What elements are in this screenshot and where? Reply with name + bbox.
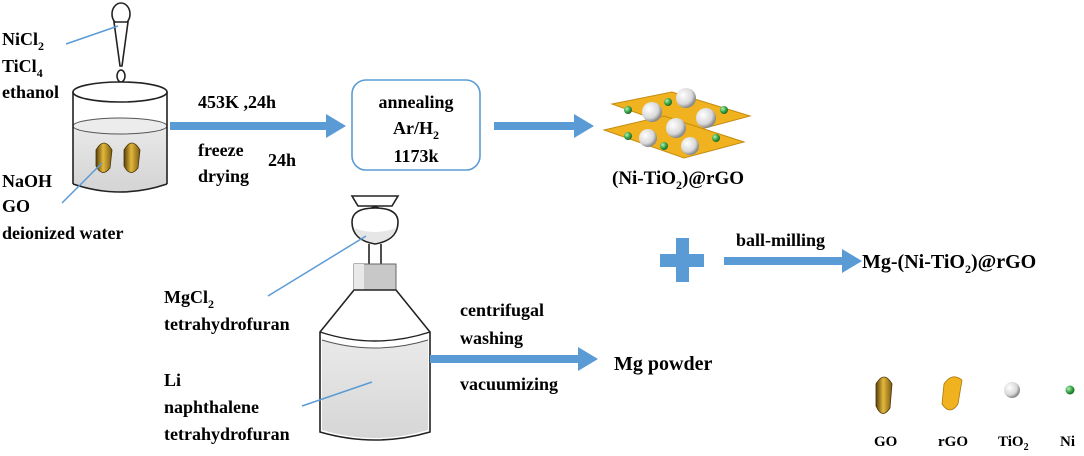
step1-condition: 453K ,24h [198,92,276,112]
ni-particle-icon [624,106,632,114]
go-flake-icon [875,376,893,414]
reagent-thf-2: tetrahydrofuran [164,424,290,444]
tio2-sphere-icon [639,129,657,147]
annealing-box [351,79,481,171]
ni-particle-icon [1065,385,1075,395]
reaction-flask [319,289,431,441]
mg-powder-label: Mg powder [614,353,712,375]
ball-milling-label: ball-milling [736,230,825,250]
reagent-naphthalene: naphthalene [164,397,259,417]
rgo-flake-icon [941,376,963,411]
ni-particle-icon [712,134,720,142]
product1-label: (Ni-TiO2)@rGO [612,168,744,192]
reagent-nicl2: NiCl2 [2,29,44,53]
step1-time: 24h [268,150,296,170]
rgo-sheet-composite [602,88,752,159]
annealing-label: annealing [378,92,453,112]
legend-ni: Ni [1060,434,1075,450]
reagent-ethanol: ethanol [2,82,59,102]
plus-icon [660,238,704,282]
tio2-sphere-icon [681,137,699,155]
step-centrifugal: centrifugal [460,300,544,320]
tio2-sphere-icon [676,88,696,108]
pointer-line [65,25,119,45]
process-arrow [494,114,594,138]
reagent-deionized-water: deionized water [2,223,123,243]
beaker-top [72,81,168,193]
reagent-go: GO [2,196,30,216]
reagent-li: Li [164,370,181,390]
annealing-temp: 1173k [393,146,438,166]
go-flake-icon [95,142,113,173]
pointer-line [267,235,367,297]
annealing-gas: Ar/H2 [393,118,439,142]
step-washing: washing [460,328,523,348]
ni-particle-icon [660,142,668,150]
reagent-mgcl2: MgCl2 [164,287,214,311]
process-arrow [170,114,346,138]
reagent-ticl4: TiCl4 [2,56,43,80]
tio2-sphere-icon [666,118,686,138]
dropper [111,2,131,83]
final-product-label: Mg-(Ni-TiO2)@rGO [862,251,1036,276]
process-arrow [430,347,598,371]
ni-particle-icon [664,98,672,106]
legend-go: GO [874,434,897,450]
tio2-sphere-icon [642,102,662,122]
separatory-funnel [350,195,400,351]
legend: GO rGO TiO2 Ni [874,376,1075,453]
pointer-line [61,162,103,204]
ni-particle-icon [624,132,632,140]
legend-tio2: TiO2 [998,434,1029,453]
ni-particle-icon [720,106,728,114]
reagent-thf-1: tetrahydrofuran [164,314,290,334]
stopper [353,263,397,291]
step1-drying: drying [198,166,249,186]
step-vacuumizing: vacuumizing [460,374,558,394]
tio2-sphere-icon [696,108,716,128]
step1-freeze: freeze [198,140,244,160]
pointer-line [301,381,373,407]
go-flake-icon [123,142,141,173]
tio2-sphere-icon [1004,382,1020,398]
legend-rgo: rGO [938,434,968,450]
process-arrow [724,249,862,273]
reagent-naoh: NaOH [2,171,52,191]
